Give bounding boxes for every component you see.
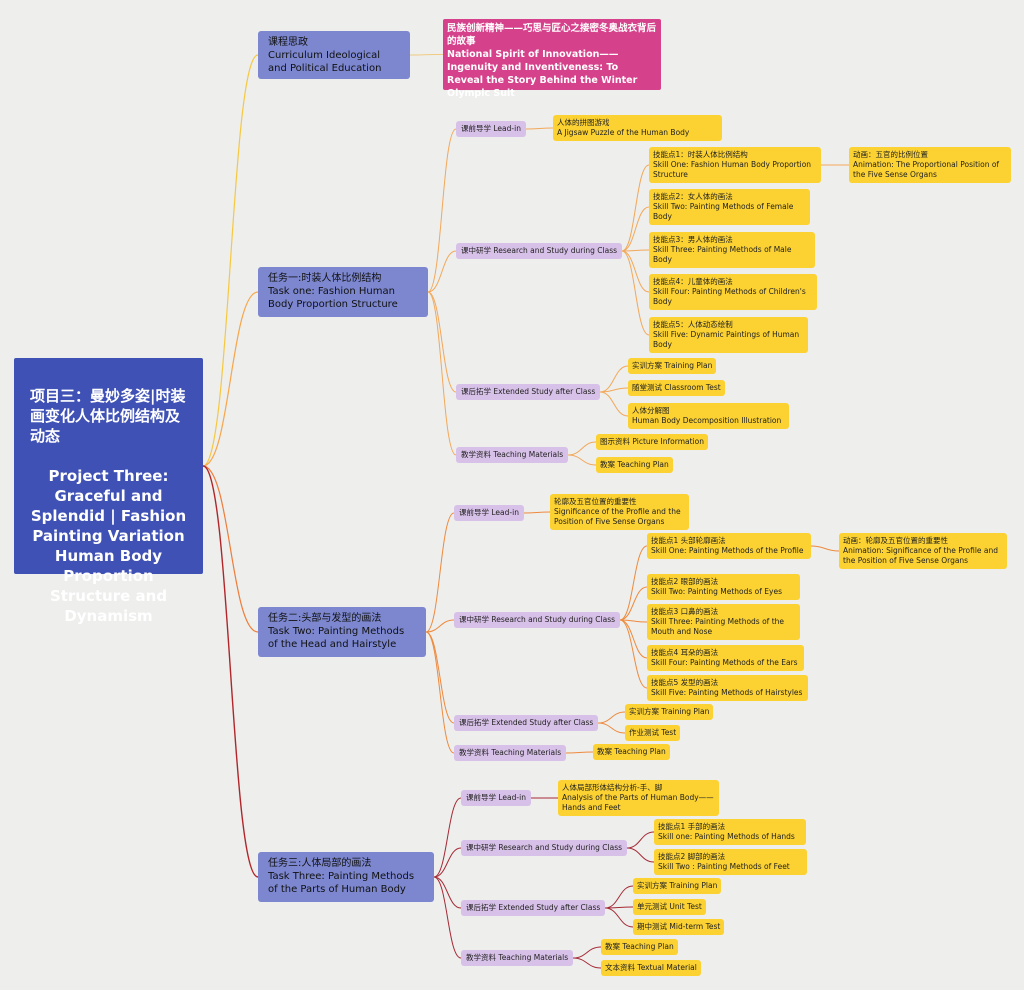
task-one-materials[interactable]: 教学资料 Teaching Materials xyxy=(456,447,569,463)
task-one-picture-info[interactable]: 图示资料 Picture Information xyxy=(596,434,708,450)
connector xyxy=(599,391,629,417)
task-two-skill-4[interactable]: 技能点4 耳朵的画法 Skill Four: Painting Methods … xyxy=(647,645,804,671)
connector xyxy=(409,54,444,56)
connector xyxy=(619,586,648,621)
connector xyxy=(621,250,650,293)
connector xyxy=(626,847,655,863)
connector xyxy=(621,206,650,252)
task-two-research[interactable]: 课中研学 Research and Study during Class xyxy=(454,612,621,628)
connector xyxy=(425,631,455,754)
connector xyxy=(425,631,455,724)
task-three-unit-test[interactable]: 单元测试 Unit Test xyxy=(633,899,706,915)
connector xyxy=(565,751,594,754)
connector xyxy=(427,250,457,293)
ideological-education-node[interactable]: 课程思政 Curriculum Ideological and Politica… xyxy=(258,31,410,79)
task-two-lead-in-item[interactable]: 轮廓及五官位置的重要性 Significance of the Profile … xyxy=(550,494,689,530)
task-two-materials[interactable]: 教学资料 Teaching Materials xyxy=(454,745,567,761)
root-node[interactable]: 项目三：曼妙多姿|时装画变化人体比例结构及动态 Project Three: G… xyxy=(14,358,203,625)
task-one-training-plan[interactable]: 实训方案 Training Plan xyxy=(628,358,717,374)
connector xyxy=(567,454,597,466)
task-two-skill-5[interactable]: 技能点5 发型的画法 Skill Five: Painting Methods … xyxy=(647,675,808,701)
connector xyxy=(619,619,648,623)
connector xyxy=(604,907,634,928)
connector xyxy=(433,847,462,878)
task-three-extended[interactable]: 课后拓学 Extended Study after Class xyxy=(461,900,606,916)
connector xyxy=(597,711,626,724)
root-title-en: Project Three: Graceful and Splendid | F… xyxy=(30,467,187,625)
connector xyxy=(202,291,259,467)
task-two-lead-in[interactable]: 课前导学 Lead-in xyxy=(454,505,524,521)
task-two-skill-3[interactable]: 技能点3 口鼻的画法 Skill Three: Painting Methods… xyxy=(647,604,800,640)
connector xyxy=(810,545,840,552)
task-two-skill-1[interactable]: 技能点1 头部轮廓画法 Skill One: Painting Methods … xyxy=(647,533,811,559)
connector xyxy=(572,957,602,969)
connector xyxy=(202,54,259,467)
task-one-skill-5[interactable]: 技能点5：人体动态绘制 Skill Five: Dynamic Painting… xyxy=(649,317,808,353)
connector xyxy=(202,465,259,633)
task-one-skill-4[interactable]: 技能点4：儿童体的画法 Skill Four: Painting Methods… xyxy=(649,274,817,310)
task-two-animation[interactable]: 动画：轮廓及五官位置的重要性 Animation: Significance o… xyxy=(839,533,1007,569)
task-three-teaching-plan[interactable]: 教案 Teaching Plan xyxy=(601,939,678,955)
task-one-lead-in-item[interactable]: 人体的拼图游戏 A Jigsaw Puzzle of the Human Bod… xyxy=(553,115,722,141)
connector xyxy=(621,250,650,336)
task-one-animation[interactable]: 动画：五官的比例位置 Animation: The Proportional P… xyxy=(849,147,1011,183)
task-one-node[interactable]: 任务一:时装人体比例结构 Task one: Fashion Human Bod… xyxy=(258,267,428,317)
task-three-skill-2[interactable]: 技能点2 脚部的画法 Skill Two : Painting Methods … xyxy=(654,849,807,875)
task-three-training-plan[interactable]: 实训方案 Training Plan xyxy=(633,878,722,894)
connector xyxy=(599,365,629,393)
task-one-classroom-test[interactable]: 随堂测试 Classroom Test xyxy=(628,380,725,396)
connector xyxy=(621,164,650,252)
task-two-teaching-plan[interactable]: 教案 Teaching Plan xyxy=(593,744,670,760)
connector xyxy=(427,291,457,393)
task-two-node[interactable]: 任务二:头部与发型的画法 Task Two: Painting Methods … xyxy=(258,607,426,657)
connector xyxy=(619,545,648,621)
task-three-materials[interactable]: 教学资料 Teaching Materials xyxy=(461,950,574,966)
task-one-skill-2[interactable]: 技能点2：女人体的画法 Skill Two: Painting Methods … xyxy=(649,189,810,225)
connector xyxy=(597,722,626,734)
task-three-textual-material[interactable]: 文本资料 Textual Material xyxy=(601,960,701,976)
connector xyxy=(525,127,554,130)
task-three-lead-in-item[interactable]: 人体局部形体结构分析-手、脚 Analysis of the Parts of … xyxy=(558,780,719,816)
connector xyxy=(621,249,650,252)
task-one-teaching-plan[interactable]: 教案 Teaching Plan xyxy=(596,457,673,473)
connector xyxy=(604,885,634,909)
task-two-extended[interactable]: 课后拓学 Extended Study after Class xyxy=(454,715,599,731)
connector xyxy=(427,128,457,293)
task-three-node[interactable]: 任务三:人体局部的画法 Task Three: Painting Methods… xyxy=(258,852,434,902)
connector xyxy=(567,441,597,456)
connector xyxy=(523,511,551,514)
task-three-research[interactable]: 课中研学 Research and Study during Class xyxy=(461,840,628,856)
task-two-skill-2[interactable]: 技能点2 眼部的画法 Skill Two: Painting Methods o… xyxy=(647,574,800,600)
root-title-cn: 项目三：曼妙多姿|时装画变化人体比例结构及动态 xyxy=(30,387,186,445)
connector xyxy=(433,797,462,878)
task-one-lead-in[interactable]: 课前导学 Lead-in xyxy=(456,121,526,137)
task-two-training-plan[interactable]: 实训方案 Training Plan xyxy=(625,704,714,720)
connector xyxy=(202,465,259,878)
task-three-lead-in[interactable]: 课前导学 Lead-in xyxy=(461,790,531,806)
connector xyxy=(626,831,655,849)
task-two-test[interactable]: 作业测试 Test xyxy=(625,725,681,741)
task-one-skill-1[interactable]: 技能点1：时装人体比例结构 Skill One: Fashion Human B… xyxy=(649,147,821,183)
connector xyxy=(425,512,455,633)
connector xyxy=(433,876,462,909)
task-three-skill-1[interactable]: 技能点1 手部的画法 Skill one: Painting Methods o… xyxy=(654,819,806,845)
connector xyxy=(427,291,457,456)
task-one-research[interactable]: 课中研学 Research and Study during Class xyxy=(456,243,623,259)
connector xyxy=(425,619,455,633)
task-one-extended[interactable]: 课后拓学 Extended Study after Class xyxy=(456,384,601,400)
task-one-decomposition[interactable]: 人体分解图 Human Body Decomposition Illustrat… xyxy=(628,403,789,429)
task-one-skill-3[interactable]: 技能点3：男人体的画法 Skill Three: Painting Method… xyxy=(649,232,815,268)
connector xyxy=(433,876,462,959)
connector xyxy=(619,619,648,689)
ideological-education-detail[interactable]: 民族创新精神——巧思与匠心之接密冬奥战衣背后的故事 National Spiri… xyxy=(443,19,661,99)
connector xyxy=(572,946,602,959)
task-three-midterm-test[interactable]: 期中测试 Mid-term Test xyxy=(633,919,725,935)
connector xyxy=(599,387,629,393)
